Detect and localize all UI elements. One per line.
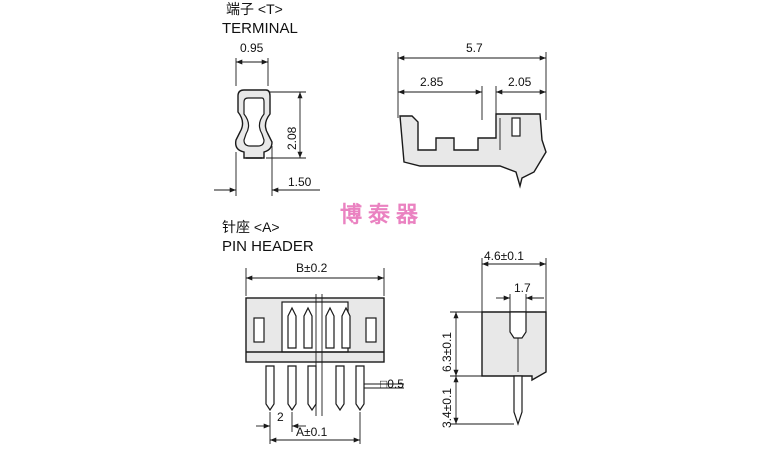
- dim-terminal-top-width: 0.95: [240, 41, 264, 55]
- dim-pin-square: □0.5: [380, 377, 404, 391]
- dim-slot-width: 1.7: [514, 281, 531, 295]
- pin-header-side-view: 4.6±0.1 1.7 6.3±0.1 3.4±0.1: [440, 249, 547, 428]
- watermark-text: 博泰器: [340, 202, 424, 228]
- dim-a-width: A±0.1: [296, 425, 328, 439]
- pin-header-title-cn: 针座 <A>: [222, 219, 280, 235]
- dim-terminal-bottom-width: 1.50: [288, 175, 312, 189]
- dim-pitch: 2: [277, 410, 284, 424]
- terminal-side-view: 5.7 2.85 2.05: [397, 41, 547, 189]
- dim-b-width: B±0.2: [296, 261, 328, 275]
- dim-pin-length: 3.4±0.1: [440, 388, 454, 428]
- dim-body-height: 6.3±0.1: [440, 332, 454, 372]
- dim-terminal-length: 5.7: [466, 41, 483, 55]
- terminal-title-en: TERMINAL: [222, 20, 298, 37]
- dim-terminal-height: 2.08: [285, 126, 299, 150]
- dim-depth: 4.6±0.1: [484, 249, 524, 263]
- terminal-title-cn: 端子 <T>: [226, 1, 283, 17]
- pin-header-title-en: PIN HEADER: [222, 238, 314, 255]
- terminal-front-view: 0.95 2.08 1.50: [214, 41, 320, 196]
- pin-header-front-view: B±0.2 □0.5 2 A±0.: [245, 261, 404, 444]
- dim-terminal-right-length: 2.05: [508, 75, 532, 89]
- dim-terminal-left-length: 2.85: [420, 75, 444, 89]
